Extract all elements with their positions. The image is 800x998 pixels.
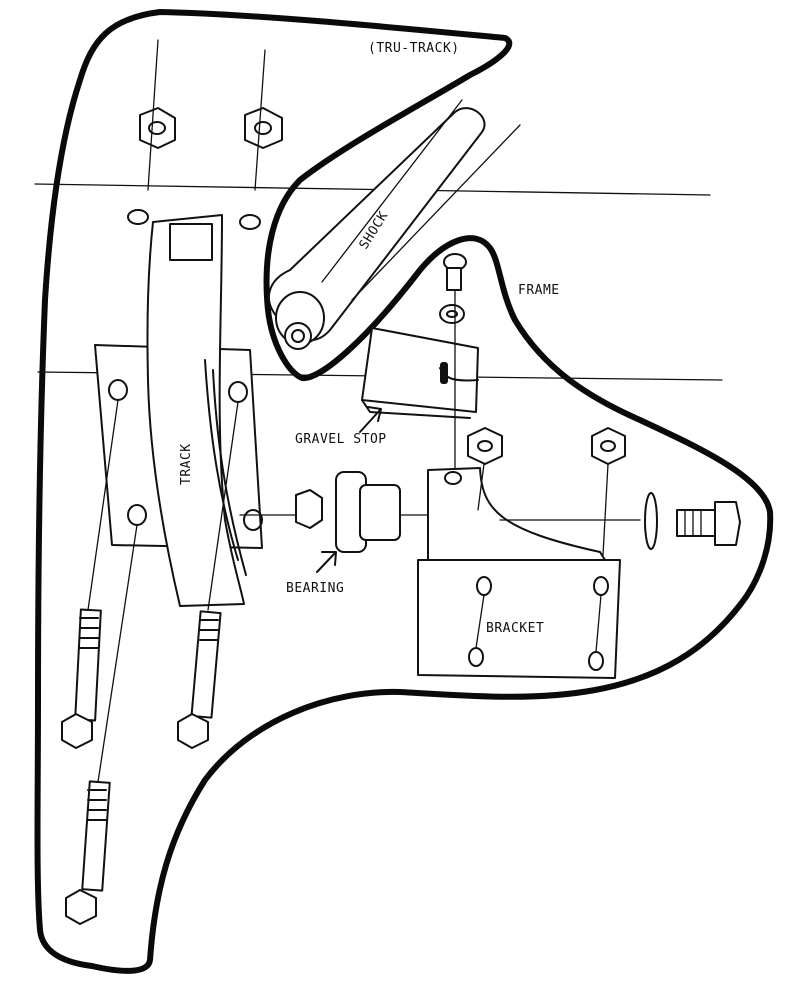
gravel-stop-bolt [439, 253, 467, 471]
nut-top-left [139, 107, 176, 149]
side-bolt [499, 492, 741, 550]
gravel-stop-arrow [359, 406, 382, 433]
bracket-part [417, 467, 621, 679]
bearing-part [239, 471, 431, 553]
frame-rail-upper [34, 183, 711, 196]
frame-label: FRAME [518, 283, 560, 298]
long-bolt-center [177, 401, 239, 749]
nut-bracket-left [467, 427, 503, 465]
bracket-label: BRACKET [486, 621, 544, 636]
long-bolt-bottom [65, 524, 138, 925]
tru-track-label: (TRU-TRACK) [368, 41, 460, 56]
nut-bracket-right [591, 427, 626, 465]
track-part [146, 214, 247, 607]
gravel-stop-part [361, 327, 479, 419]
bearing-label: BEARING [286, 581, 344, 596]
gravel-stop-label: GRAVEL STOP [295, 432, 387, 447]
long-bolt-left [61, 399, 119, 749]
frame-hole-left [127, 209, 149, 225]
shock-absorber [268, 99, 521, 350]
assembly-outline [34, 9, 774, 974]
bearing-arrow [316, 551, 337, 573]
nut-top-right [244, 107, 283, 149]
track-label: TRACK [179, 443, 194, 485]
frame-hole-right [239, 214, 261, 230]
